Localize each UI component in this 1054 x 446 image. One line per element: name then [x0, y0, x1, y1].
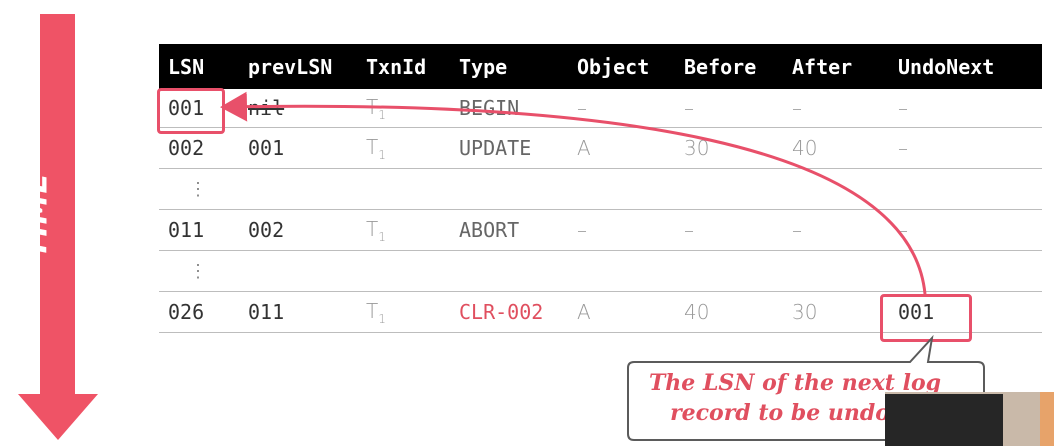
callout-text: The LSN of the next log record to be und…: [630, 368, 960, 428]
cell-object: A: [568, 291, 675, 333]
table-row: 011 002 T1 ABORT – – – –: [159, 209, 1042, 251]
presenter-video-stripe: [1040, 392, 1054, 446]
cell-lsn: 026: [159, 291, 239, 333]
ellipsis-cell: ⋮: [159, 168, 239, 210]
cell-prevlsn: 001: [239, 127, 357, 169]
header-before: Before: [675, 44, 783, 89]
table-row-ellipsis: ⋮: [159, 250, 1042, 292]
cell-before: –: [675, 209, 783, 251]
cell-txnid: T1: [357, 209, 450, 251]
cell-prevlsn: 002: [239, 209, 357, 251]
cell-object: –: [568, 209, 675, 251]
header-prevlsn: prevLSN: [239, 44, 357, 89]
cell-object: A: [568, 127, 675, 169]
ellipsis-cell: ⋮: [159, 250, 239, 292]
table-header-row: LSN prevLSN TxnId Type Object Before Aft…: [159, 44, 1042, 89]
highlight-lsn-001: [157, 88, 225, 134]
cell-prevlsn: 011: [239, 291, 357, 333]
cell-txnid: T1: [357, 127, 450, 169]
time-label: TIME: [19, 172, 55, 258]
time-arrow-icon: [18, 14, 98, 440]
cell-before: –: [675, 89, 783, 128]
callout-line-1: The LSN of the next log: [648, 370, 942, 396]
cell-undonext: –: [889, 89, 1042, 128]
cell-type: CLR-002: [450, 291, 568, 333]
header-undonext: UndoNext: [889, 44, 1042, 89]
cell-type: UPDATE: [450, 127, 568, 169]
cell-before: 30: [675, 127, 783, 169]
table-row: 002 001 T1 UPDATE A 30 40 –: [159, 127, 1042, 169]
header-lsn: LSN: [159, 44, 239, 89]
header-object: Object: [568, 44, 675, 89]
cell-prevlsn: nil: [239, 89, 357, 128]
highlight-undonext-001: [880, 294, 972, 342]
presenter-video-dark: [885, 394, 1003, 446]
cell-before: 40: [675, 291, 783, 333]
header-type: Type: [450, 44, 568, 89]
table-row: 026 011 T1 CLR-002 A 40 30 001: [159, 291, 1042, 333]
cell-after: 30: [783, 291, 889, 333]
cell-lsn: 011: [159, 209, 239, 251]
callout-line-2: record to be undone: [670, 400, 920, 426]
cell-undonext: –: [889, 127, 1042, 169]
cell-undonext: 001: [889, 291, 1042, 333]
cell-after: –: [783, 209, 889, 251]
cell-type: BEGIN: [450, 89, 568, 128]
cell-type: ABORT: [450, 209, 568, 251]
header-txnid: TxnId: [357, 44, 450, 89]
cell-txnid: T1: [357, 291, 450, 333]
cell-lsn: 002: [159, 127, 239, 169]
header-after: After: [783, 44, 889, 89]
log-record-table: LSN prevLSN TxnId Type Object Before Aft…: [159, 44, 1042, 333]
table-row: 001 nil T1 BEGIN – – – –: [159, 89, 1042, 128]
table-row-ellipsis: ⋮: [159, 168, 1042, 210]
cell-txnid: T1: [357, 89, 450, 128]
cell-undonext: –: [889, 209, 1042, 251]
cell-after: 40: [783, 127, 889, 169]
cell-after: –: [783, 89, 889, 128]
cell-object: –: [568, 89, 675, 128]
